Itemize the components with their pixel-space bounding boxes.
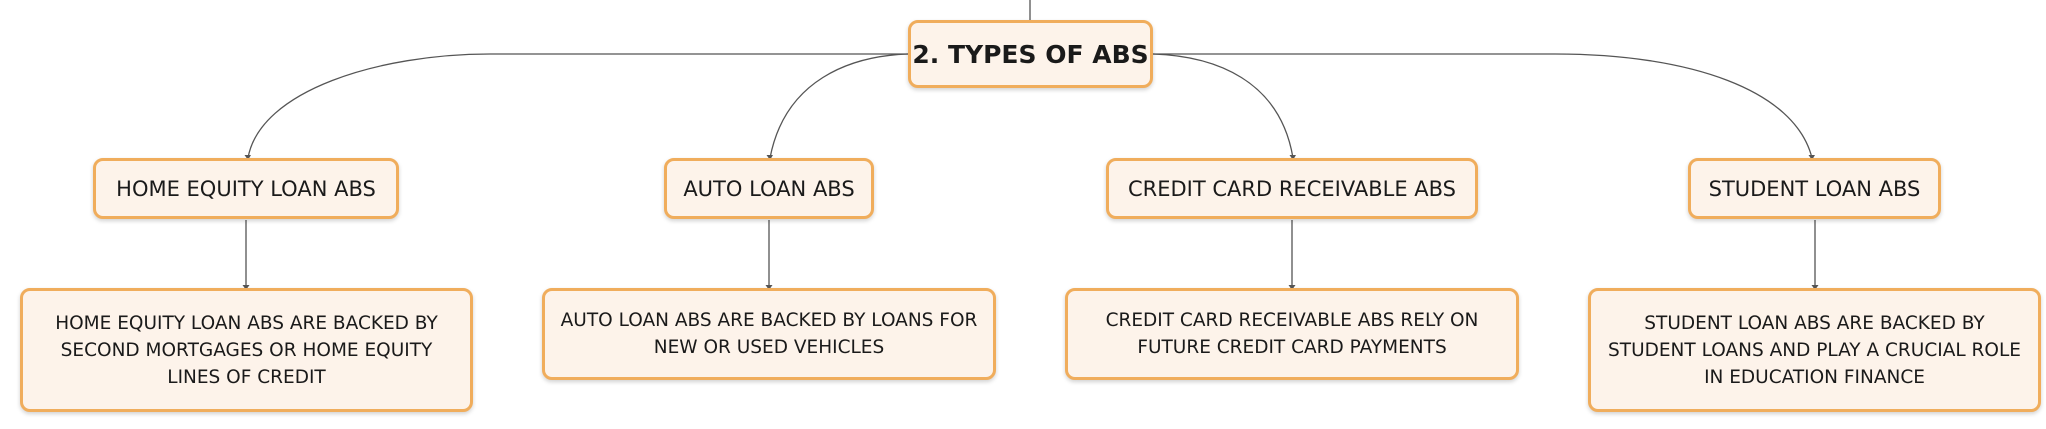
description-text: STUDENT LOAN ABS ARE BACKED BY STUDENT L… <box>1608 312 2021 388</box>
branch-label: HOME EQUITY LOAN ABS <box>116 176 376 201</box>
arrowhead-home-equity-desc <box>242 285 250 290</box>
arrowhead-auto-desc <box>765 285 773 290</box>
description-node-credit-card-receivable[interactable]: CREDIT CARD RECEIVABLE ABS RELY ON FUTUR… <box>1065 288 1519 380</box>
branch-node-auto-loan[interactable]: AUTO LOAN ABS <box>664 158 874 219</box>
branch-node-home-equity-loan[interactable]: HOME EQUITY LOAN ABS <box>93 158 399 219</box>
branch-node-credit-card-receivable[interactable]: CREDIT CARD RECEIVABLE ABS <box>1106 158 1478 219</box>
connector-root-to-student <box>1153 53 1813 159</box>
connector-root-to-credit-card <box>1152 53 1294 159</box>
arrowhead-home-equity <box>244 155 251 160</box>
branch-label: AUTO LOAN ABS <box>683 176 855 201</box>
root-node-label: 2. TYPES OF ABS <box>912 39 1149 69</box>
branch-node-student-loan[interactable]: STUDENT LOAN ABS <box>1688 158 1941 219</box>
arrowhead-student <box>1808 155 1815 160</box>
arrowhead-student-desc <box>1811 285 1819 290</box>
description-node-student-loan[interactable]: STUDENT LOAN ABS ARE BACKED BY STUDENT L… <box>1588 288 2041 412</box>
arrowhead-credit-card-desc <box>1288 285 1296 290</box>
root-node[interactable]: 2. TYPES OF ABS <box>908 20 1153 88</box>
arrowhead-auto <box>766 155 773 160</box>
connector-root-to-auto <box>769 53 909 159</box>
description-node-auto-loan[interactable]: AUTO LOAN ABS ARE BACKED BY LOANS FOR NE… <box>542 288 996 380</box>
branch-label: CREDIT CARD RECEIVABLE ABS <box>1127 176 1456 201</box>
description-text: CREDIT CARD RECEIVABLE ABS RELY ON FUTUR… <box>1105 310 1479 358</box>
description-node-home-equity-loan[interactable]: HOME EQUITY LOAN ABS ARE BACKED BY SECON… <box>20 288 473 412</box>
description-text: AUTO LOAN ABS ARE BACKED BY LOANS FOR NE… <box>560 310 978 358</box>
description-text: HOME EQUITY LOAN ABS ARE BACKED BY SECON… <box>55 312 438 388</box>
arrowhead-credit-card <box>1289 155 1296 160</box>
connector-root-to-home-equity <box>247 53 908 159</box>
branch-label: STUDENT LOAN ABS <box>1708 176 1921 201</box>
